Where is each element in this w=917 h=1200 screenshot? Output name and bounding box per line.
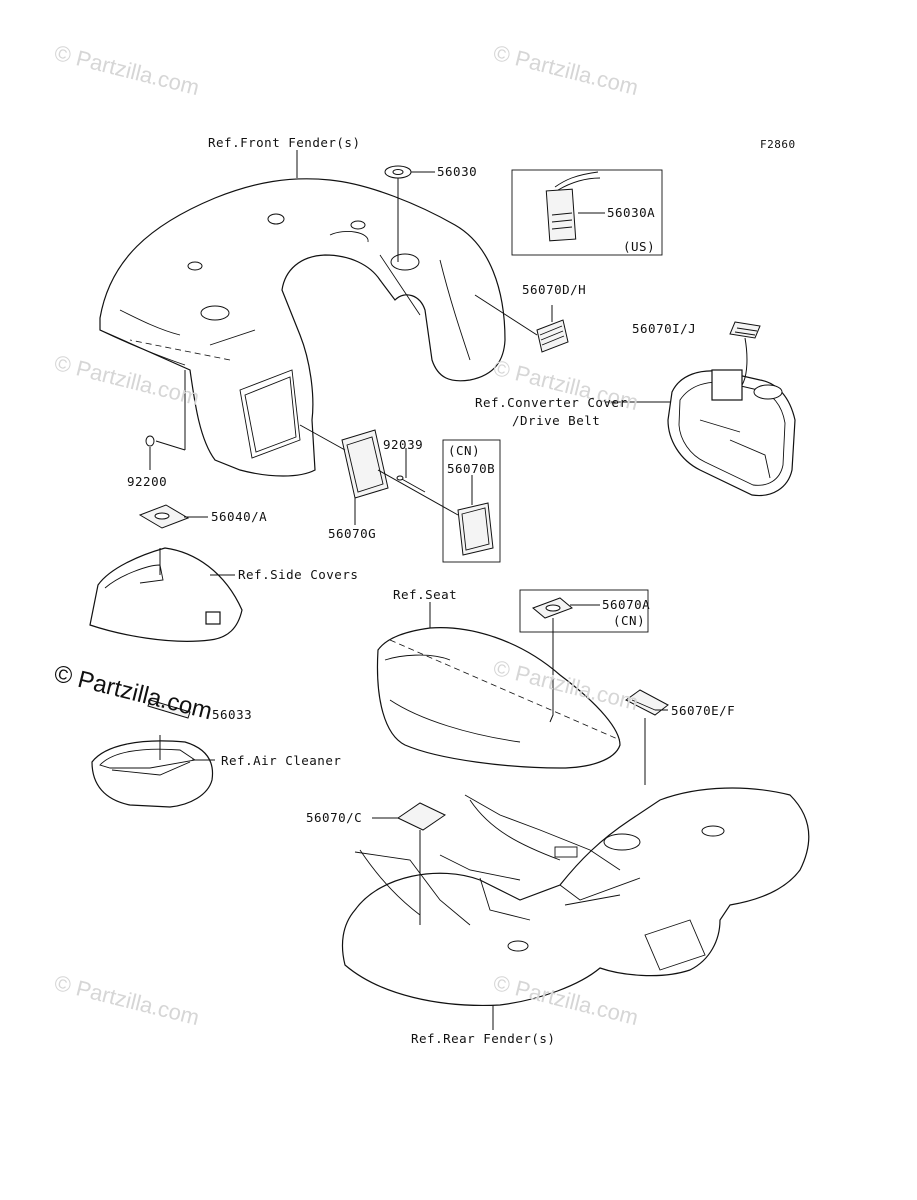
part-56070IJ: 56070I/J [632,321,697,336]
ref-converter-cover: Ref.Converter Cover [475,395,628,410]
ref-seat: Ref.Seat [393,587,458,602]
sticker-56070EF-drawing [625,689,669,785]
seat-drawing [376,589,649,769]
rear-fender-drawing [341,787,810,1030]
diagram-code: F2860 [760,138,796,151]
sticker-56070G-drawing [299,424,389,525]
ref-front-fender: Ref.Front Fender(s) [208,135,361,150]
ref-air-cleaner: Ref.Air Cleaner [221,753,342,768]
air-cleaner-drawing [91,699,215,808]
part-56030A: 56030A [607,205,656,220]
ref-side-covers: Ref.Side Covers [238,567,359,582]
clip-92200-drawing [145,370,186,470]
ref-rear-fender: Ref.Rear Fender(s) [411,1031,556,1046]
region-cn-2: (CN) [613,613,646,628]
part-92039: 92039 [383,437,424,452]
part-56070G: 56070G [328,526,377,541]
part-56070DH: 56070D/H [522,282,587,297]
part-56070C: 56070/C [306,810,363,825]
part-56070B: 56070B [447,461,496,476]
ref-drive-belt: /Drive Belt [512,413,601,428]
region-cn-1: (CN) [448,443,481,458]
front-fender-drawing [99,178,506,477]
part-56070EF: 56070E/F [671,703,736,718]
part-56040A: 56040/A [211,509,268,524]
box-56070B [377,439,501,563]
part-92200: 92200 [127,474,168,489]
part-56030: 56030 [437,164,478,179]
region-us: (US) [623,239,656,254]
rivet-92039-drawing [396,448,426,493]
part-56033: 56033 [212,707,253,722]
sticker-56070DH-drawing [474,294,569,353]
grommet-56030-drawing [384,165,435,262]
side-cover-drawing [89,547,243,642]
converter-cover-drawing [606,321,796,497]
part-56070A: 56070A [602,597,651,612]
sticker-56040A-drawing [138,504,208,529]
box-56030A [511,169,663,256]
